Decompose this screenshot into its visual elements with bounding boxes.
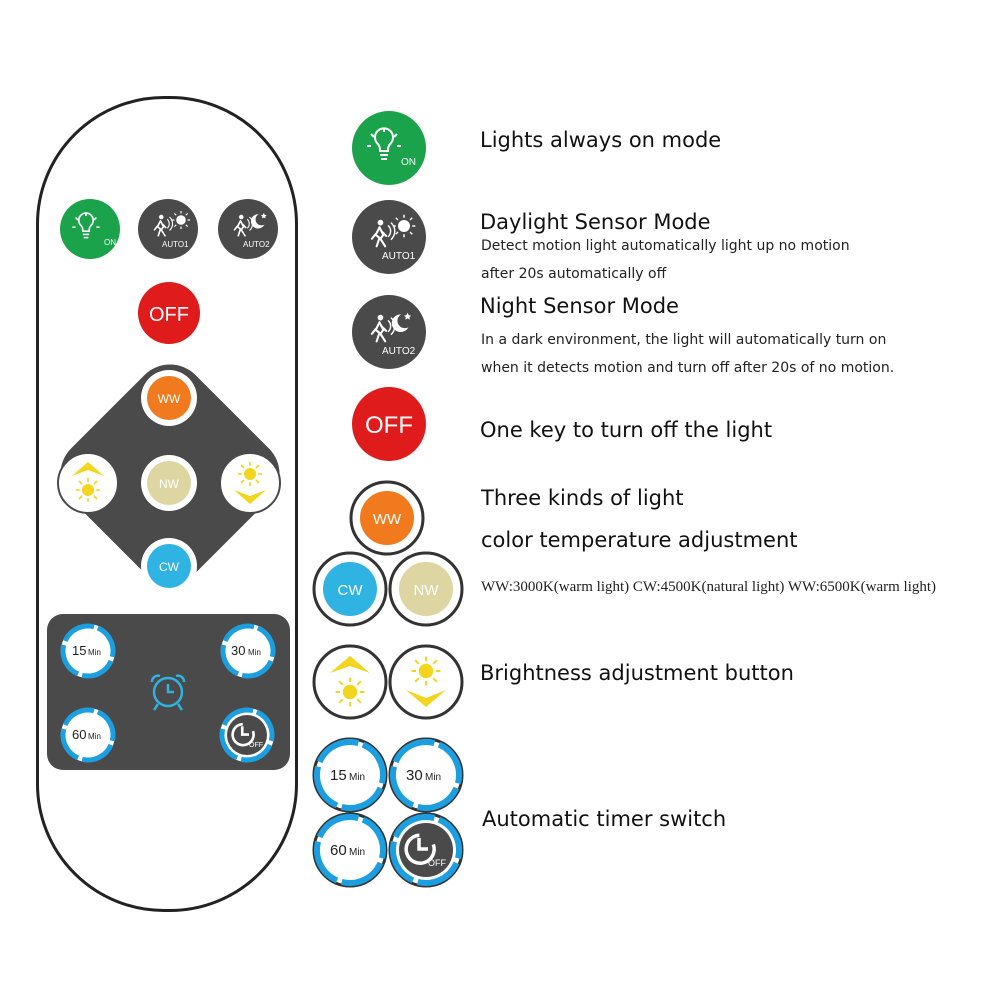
daylight-desc-line1: Detect motion light automatically light … <box>481 238 850 254</box>
remote-timer-60-button[interactable]: 60 Min <box>55 702 121 768</box>
legend-timer-60-label: 60 <box>330 842 347 859</box>
night-desc-line2: when it detects motion and turn off afte… <box>481 360 895 376</box>
legend-brightness-down-icon <box>388 644 464 720</box>
legend-timer-60-icon: 60 Min <box>312 812 388 888</box>
legend-timer-30-icon: 30 Min <box>388 737 464 813</box>
remote-ww-label: WW <box>158 392 181 406</box>
remote-ww-button[interactable]: WW <box>141 370 197 426</box>
remote-on-button[interactable]: ON <box>60 199 120 259</box>
always-on-title: Lights always on mode <box>480 128 722 152</box>
remote-brightness-up-button[interactable] <box>57 452 119 514</box>
legend-timer-60-unit: Min <box>349 847 365 858</box>
legend-auto1-label: AUTO1 <box>382 251 416 262</box>
legend-brightness-up-icon <box>312 644 388 720</box>
off-title: One key to turn off the light <box>480 418 773 442</box>
legend-ww-label: WW <box>373 511 402 528</box>
daylight-desc-line2: after 20s automatically off <box>481 266 667 282</box>
remote-timer-30-button[interactable]: 30 Min <box>215 618 281 684</box>
brightness-up-arrow-icon <box>72 462 104 476</box>
sun-icon <box>237 461 263 487</box>
color-detail: WW:3000K(warm light) CW:4500K(natural li… <box>481 579 937 595</box>
remote-timer-15-button[interactable]: 15 Min <box>55 618 121 684</box>
legend-timer-15-unit: Min <box>349 772 365 783</box>
legend-on-icon: ON <box>352 111 426 185</box>
daylight-title: Daylight Sensor Mode <box>480 210 711 234</box>
remote-timer-60-unit: Min <box>88 732 101 741</box>
legend-timer-30-label: 30 <box>406 767 423 784</box>
remote-timer-off-label: OFF <box>249 742 263 749</box>
legend-auto2-label: AUTO2 <box>382 346 416 357</box>
legend-timer-15-label: 15 <box>330 767 347 784</box>
remote-nw-label: NW <box>159 477 180 491</box>
color-title-line2: color temperature adjustment <box>481 528 798 552</box>
legend-off-icon: OFF <box>352 387 426 461</box>
remote-brightness-down-button[interactable] <box>219 452 281 514</box>
legend-nw-icon: NW <box>388 551 464 627</box>
legend-auto2-icon: AUTO2 <box>352 295 426 369</box>
remote-timer-15-label: 15 <box>72 643 86 658</box>
legend-timer-off-label: OFF <box>428 858 446 868</box>
legend-timer-15-icon: 15 Min <box>312 737 388 813</box>
remote-on-label: ON <box>104 238 116 247</box>
legend-ww-icon: WW <box>349 480 425 556</box>
legend-timer-30-unit: Min <box>425 772 441 783</box>
remote-timer-15-unit: Min <box>88 648 101 657</box>
remote-auto1-button[interactable]: AUTO1 <box>138 199 198 259</box>
legend-on-label: ON <box>401 157 416 168</box>
legend-nw-label: NW <box>414 582 440 599</box>
remote-timer-off-button[interactable]: OFF <box>214 702 280 768</box>
remote-off-button[interactable]: OFF <box>138 282 200 344</box>
legend-cw-icon: CW <box>312 551 388 627</box>
legend-timer-off-icon: OFF <box>388 812 464 888</box>
night-title: Night Sensor Mode <box>480 294 679 318</box>
brightness-title: Brightness adjustment button <box>480 661 794 685</box>
legend-auto1-icon: AUTO1 <box>352 200 426 274</box>
night-desc-line1: In a dark environment, the light will au… <box>481 332 887 348</box>
remote-off-label: OFF <box>149 304 189 326</box>
remote-timer-30-unit: Min <box>248 648 261 657</box>
color-title-line1: Three kinds of light <box>481 486 684 510</box>
remote-timer-30-label: 30 <box>231 643 245 658</box>
legend-cw-label: CW <box>338 582 364 599</box>
remote-cw-button[interactable]: CW <box>141 538 197 594</box>
remote-timer-60-label: 60 <box>72 727 86 742</box>
remote-cw-label: CW <box>159 560 180 574</box>
legend-off-label: OFF <box>365 412 413 439</box>
brightness-down-arrow-icon <box>234 490 266 504</box>
timer-title: Automatic timer switch <box>482 807 727 831</box>
sun-icon <box>75 477 101 503</box>
remote-auto2-label: AUTO2 <box>243 240 270 249</box>
remote-auto2-button[interactable]: AUTO2 <box>218 199 278 259</box>
remote-auto1-label: AUTO1 <box>162 240 189 249</box>
alarm-clock-icon <box>150 674 186 711</box>
remote-nw-button[interactable]: NW <box>141 455 197 511</box>
